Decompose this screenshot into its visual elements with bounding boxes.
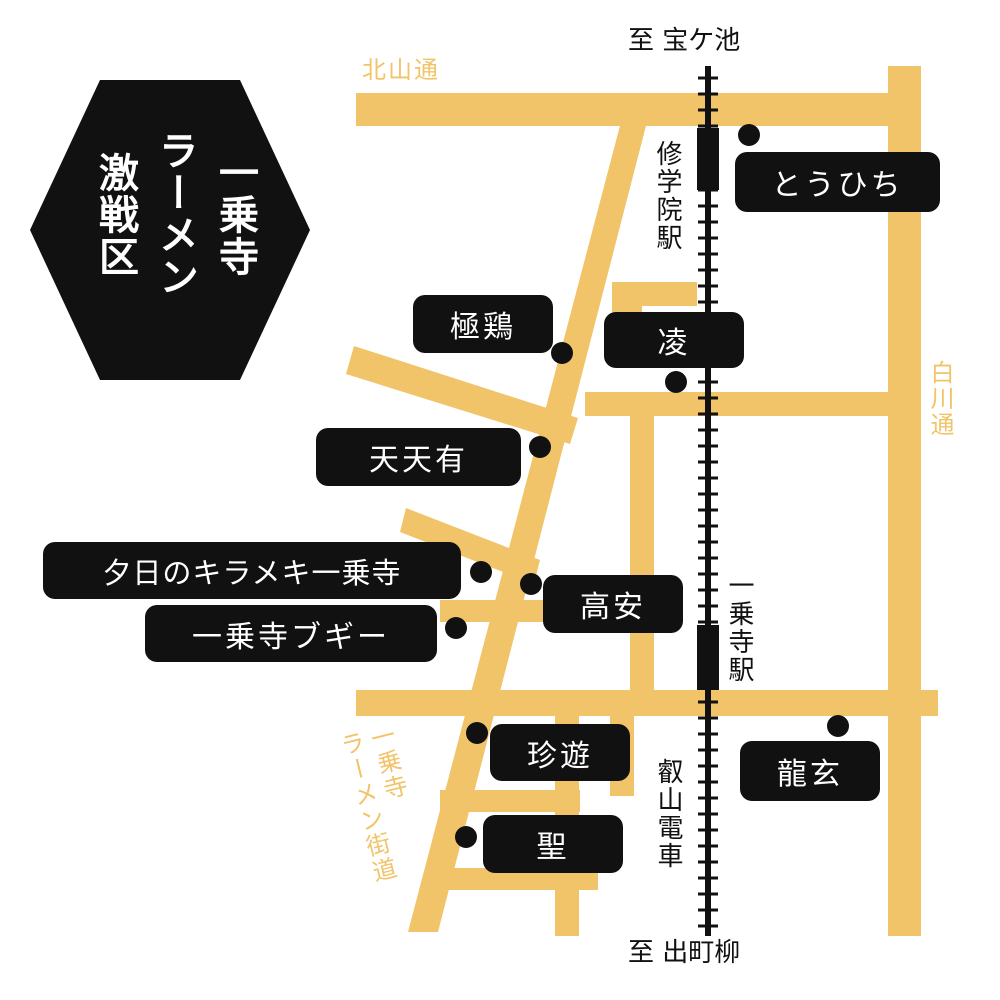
pin-tentenyu[interactable] bbox=[529, 436, 551, 458]
lane-upper-h bbox=[612, 282, 697, 306]
shugakuin-station-label: 修学院駅 bbox=[652, 140, 682, 252]
shop-label: 極鶏 bbox=[450, 310, 516, 345]
shop-takayasu[interactable]: 高安 bbox=[543, 575, 683, 633]
side-street-lower bbox=[400, 508, 540, 584]
pin-hijiri[interactable] bbox=[455, 826, 477, 848]
pin-takayasu[interactable] bbox=[520, 573, 542, 595]
ichijoji-crossroad bbox=[356, 690, 938, 716]
pin-touhichi[interactable] bbox=[738, 124, 760, 146]
shop-tentenyu[interactable]: 天天有 bbox=[316, 428, 521, 486]
shop-label: 龍玄 bbox=[777, 757, 843, 792]
lane-mid-v bbox=[630, 416, 654, 694]
logo-hexagon: 一乗寺 ラーメン 激戦区 bbox=[30, 80, 310, 380]
lane-west-h bbox=[440, 600, 570, 622]
lane-south-h2 bbox=[440, 868, 598, 890]
side-street-upper bbox=[346, 346, 578, 444]
ichijoji-station-marker[interactable] bbox=[697, 625, 719, 690]
to-demachiyanagi-label: 至 出町柳 bbox=[628, 938, 741, 968]
shop-hijiri[interactable]: 聖 bbox=[483, 815, 623, 873]
shop-gokkei[interactable]: 極鶏 bbox=[413, 295, 553, 353]
shop-label: 珍遊 bbox=[527, 738, 593, 774]
pin-yuhi-no-kirameki[interactable] bbox=[470, 561, 492, 583]
shirakawa-street-label: 白川通 bbox=[926, 360, 954, 438]
kitayama-street-label: 北山通 bbox=[362, 56, 440, 84]
eizan-railway-label: 叡山電車 bbox=[653, 758, 683, 870]
ichijoji-station-label: 一乗寺駅 bbox=[724, 572, 754, 684]
shop-label: 夕日のキラメキ一乗寺 bbox=[102, 555, 402, 590]
lane-south-h1 bbox=[440, 790, 580, 812]
pin-chinyu[interactable] bbox=[466, 722, 488, 744]
east-mid-street bbox=[585, 392, 890, 416]
shop-label: 高安 bbox=[580, 590, 646, 625]
pin-gokkei[interactable] bbox=[551, 342, 573, 364]
shop-label: とうひち bbox=[771, 168, 904, 203]
eizan-railway bbox=[698, 66, 718, 936]
shop-label: 天天有 bbox=[369, 443, 468, 478]
logo-line-ramen: ラーメン bbox=[152, 130, 199, 298]
shugakuin-station-marker[interactable] bbox=[697, 128, 719, 190]
shop-chinyu[interactable]: 珍遊 bbox=[490, 724, 630, 781]
shop-ryugen[interactable]: 龍玄 bbox=[740, 741, 880, 801]
shop-ichijoji-boogie[interactable]: 一乗寺ブギー bbox=[145, 605, 437, 662]
logo-line-ichijoji: 一乗寺 bbox=[212, 152, 259, 278]
shop-touhichi[interactable]: とうひち bbox=[735, 152, 940, 212]
hexagon-shape bbox=[30, 80, 310, 380]
pin-ryo[interactable] bbox=[665, 371, 687, 393]
shop-label: 一乗寺ブギー bbox=[192, 619, 390, 655]
logo-line-gekisenku: 激戦区 bbox=[92, 152, 139, 278]
shop-label: 聖 bbox=[536, 830, 570, 865]
pin-ichijoji-boogie[interactable] bbox=[445, 617, 467, 639]
shop-yuhi-no-kirameki[interactable]: 夕日のキラメキ一乗寺 bbox=[43, 542, 461, 599]
shop-ryo[interactable]: 凌 bbox=[604, 312, 744, 368]
pin-ryugen[interactable] bbox=[827, 715, 849, 737]
shop-label: 凌 bbox=[657, 326, 691, 361]
to-takaragaike-label: 至 宝ケ池 bbox=[628, 26, 741, 56]
